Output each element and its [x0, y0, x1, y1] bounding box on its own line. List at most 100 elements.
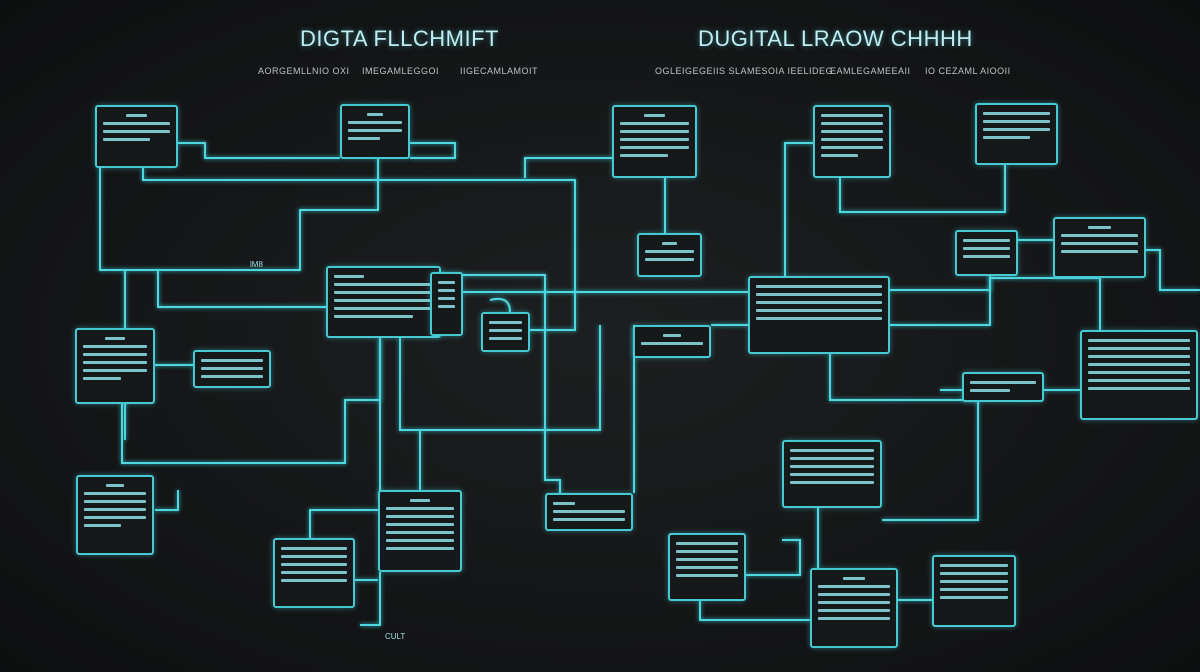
flow-node[interactable]: [962, 372, 1044, 402]
text-line: [756, 309, 882, 312]
flow-node[interactable]: [545, 493, 633, 531]
flow-node[interactable]: [955, 230, 1018, 276]
flow-node[interactable]: [782, 440, 882, 508]
bottom-tag: CULT: [385, 632, 406, 641]
text-line: [553, 510, 625, 513]
connector: [745, 539, 801, 576]
text-line: [662, 334, 682, 337]
text-line: [821, 130, 883, 133]
connector: [410, 142, 456, 159]
text-line: [790, 449, 874, 452]
text-line: [818, 585, 890, 588]
flow-node[interactable]: [430, 272, 463, 336]
connector: [839, 165, 1006, 213]
dashboard-node[interactable]: [748, 276, 890, 354]
text-line: [281, 547, 347, 550]
text-line: [281, 579, 347, 582]
text-line: [821, 114, 883, 117]
text-line: [790, 465, 874, 468]
text-line: [348, 121, 402, 124]
flow-node[interactable]: [193, 350, 271, 388]
text-line: [756, 285, 882, 288]
text-line: [790, 481, 874, 484]
text-line: [1061, 234, 1138, 237]
text-line: [970, 381, 1036, 384]
text-line: [1088, 355, 1190, 358]
text-line: [386, 531, 454, 534]
text-line: [103, 122, 170, 125]
flow-node[interactable]: [1053, 217, 1146, 278]
connector: [784, 142, 813, 276]
text-line: [1088, 379, 1190, 382]
connector: [125, 158, 379, 271]
text-line: [386, 507, 454, 510]
text-line: [983, 128, 1050, 131]
text-line: [438, 289, 455, 292]
text-line: [940, 572, 1008, 575]
text-line: [620, 154, 669, 157]
text-line: [334, 291, 433, 294]
connector: [309, 509, 378, 538]
connector: [157, 270, 326, 308]
text-line: [334, 283, 433, 286]
connector: [441, 274, 561, 493]
flow-node[interactable]: [273, 538, 355, 608]
text-line: [676, 566, 738, 569]
connector: [890, 277, 1101, 330]
text-line: [83, 345, 147, 348]
text-line: [1061, 250, 1138, 253]
text-line: [201, 367, 263, 370]
text-line: [281, 555, 347, 558]
flow-node[interactable]: [637, 233, 702, 277]
flow-node[interactable]: [481, 312, 530, 352]
text-line: [662, 242, 677, 245]
flow-node[interactable]: [975, 103, 1058, 165]
flow-node[interactable]: [378, 490, 462, 572]
text-line: [1088, 339, 1190, 342]
text-line: [818, 601, 890, 604]
connector: [399, 325, 601, 431]
left-title: DIGTA FLLCHMIFT: [300, 26, 499, 51]
text-line: [84, 516, 146, 519]
text-line: [983, 112, 1050, 115]
text-line: [83, 353, 147, 356]
text-line: [620, 130, 689, 133]
flow-node[interactable]: [810, 568, 898, 648]
text-line: [790, 473, 874, 476]
text-line: [334, 307, 433, 310]
flow-node[interactable]: [813, 105, 891, 178]
left-subtitle-1: AORGEMLLNIO OXI: [258, 66, 350, 76]
text-line: [201, 375, 263, 378]
text-line: [83, 361, 147, 364]
flow-node[interactable]: [633, 325, 711, 358]
flow-node[interactable]: [668, 533, 746, 601]
text-line: [641, 342, 703, 345]
flow-node[interactable]: [76, 475, 154, 555]
text-line: [334, 299, 433, 302]
text-line: [281, 571, 347, 574]
text-line: [1087, 226, 1112, 229]
text-line: [645, 250, 694, 253]
flow-node[interactable]: [340, 104, 410, 159]
text-line: [438, 297, 455, 300]
text-line: [676, 574, 738, 577]
text-line: [940, 580, 1008, 583]
text-line: [821, 146, 883, 149]
text-line: [970, 389, 1010, 392]
flow-node[interactable]: [75, 328, 155, 404]
text-line: [818, 609, 890, 612]
flow-node[interactable]: [95, 105, 178, 168]
text-line: [553, 518, 625, 521]
small-label: lM8: [250, 260, 263, 269]
text-line: [756, 317, 882, 320]
flow-node[interactable]: [1080, 330, 1198, 420]
flow-node[interactable]: [932, 555, 1016, 627]
text-line: [963, 247, 1010, 250]
flow-node[interactable]: [612, 105, 697, 178]
text-line: [386, 539, 454, 542]
text-line: [105, 337, 125, 340]
text-line: [756, 293, 882, 296]
dashboard-node[interactable]: [326, 266, 441, 338]
text-line: [201, 359, 263, 362]
text-line: [1088, 371, 1190, 374]
